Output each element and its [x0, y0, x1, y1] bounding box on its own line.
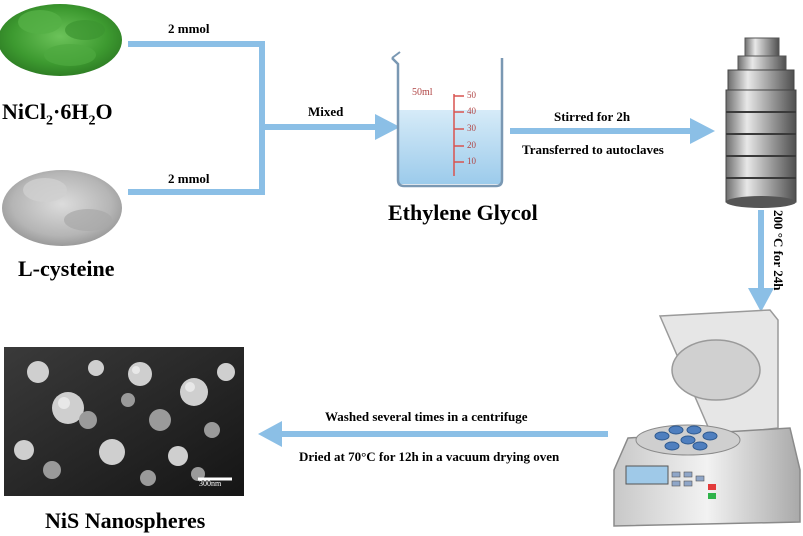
mixed-label: Mixed — [308, 104, 344, 119]
beaker-image — [391, 51, 504, 188]
nis-product-label: NiS Nanospheres — [45, 508, 206, 533]
beaker-volume-label: 50ml — [412, 87, 433, 98]
nicl2-amount-label: 2 mmol — [168, 21, 210, 36]
cysteine-amount-label: 2 mmol — [168, 171, 210, 186]
beaker-tick-40: 40 — [467, 106, 476, 116]
cysteine-label: L-cysteine — [18, 256, 115, 281]
nicl2-label: NiCl2·6H2O — [2, 99, 113, 129]
washed-label: Washed several times in a centrifuge — [325, 409, 528, 424]
arrow-to-product-head — [258, 421, 282, 447]
beaker-tick-30: 30 — [467, 123, 476, 133]
dried-label: Dried at 70°C for 12h in a vacuum drying… — [299, 449, 560, 464]
nicl2-powder-image — [0, 4, 122, 76]
arrow-to-beaker — [375, 114, 400, 140]
centrifuge-image — [613, 309, 801, 527]
sem-image — [4, 347, 244, 496]
autoclave-image — [725, 37, 797, 208]
beaker-tick-20: 20 — [467, 140, 476, 150]
arrow-to-autoclave-head — [690, 118, 715, 144]
transferred-label: Transferred to autoclaves — [522, 142, 664, 157]
beaker-tick-50: 50 — [467, 90, 476, 100]
cysteine-powder-image — [2, 170, 122, 246]
scale-bar-label: 300nm — [199, 479, 222, 488]
beaker-tick-10: 10 — [467, 156, 476, 166]
ethylene-glycol-label: Ethylene Glycol — [388, 200, 538, 225]
heating-label: 200 °C for 24h — [771, 210, 786, 291]
mixing-connector — [128, 41, 380, 195]
stirred-label: Stirred for 2h — [554, 109, 631, 124]
arrow-to-centrifuge-head — [748, 288, 774, 312]
